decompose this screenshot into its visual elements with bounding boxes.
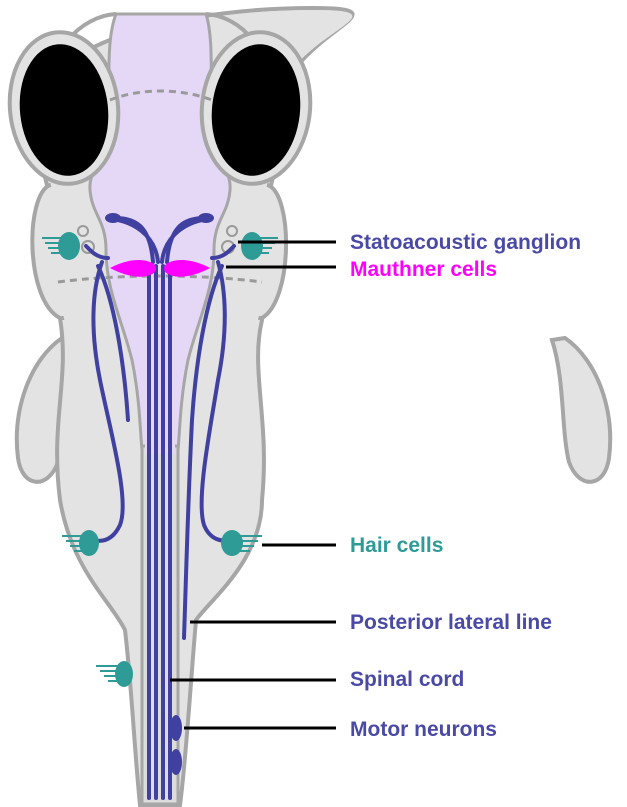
hair-cell-tail (96, 661, 133, 687)
motor-neuron-2 (170, 749, 182, 775)
left-otolith-2 (81, 240, 95, 254)
hair-cell-statoacoustic-left (42, 232, 80, 260)
left-otolith (77, 225, 89, 237)
right-eye (211, 44, 301, 176)
dashed-midbrain-boundary (109, 89, 213, 102)
leader-lines (170, 240, 336, 730)
left-rostral-neuron (105, 213, 121, 223)
label-hair-cells: Hair cells (350, 534, 443, 557)
hair-cell-right-trunk (221, 530, 262, 556)
right-pectoral-fin (549, 335, 613, 484)
right-otolith (226, 225, 238, 237)
motor-neuron-1 (170, 715, 182, 741)
neuron-tracts (84, 216, 236, 800)
label-spinal-cord: Spinal cord (350, 668, 464, 691)
right-mauthner-cell (164, 260, 210, 277)
left-eye (19, 44, 109, 176)
label-motor-neurons: Motor neurons (350, 718, 497, 741)
dashed-hindbrain-boundary (57, 274, 263, 284)
hair-cell-left-trunk (62, 530, 99, 556)
right-rostral-neuron (198, 213, 214, 223)
left-mauthner-cell (110, 260, 156, 277)
label-posterior-lateral-line: Posterior lateral line (350, 611, 552, 634)
label-mauthner-cells: Mauthner cells (350, 258, 497, 281)
label-statoacoustic-ganglion: Statoacoustic ganglion (350, 231, 581, 254)
